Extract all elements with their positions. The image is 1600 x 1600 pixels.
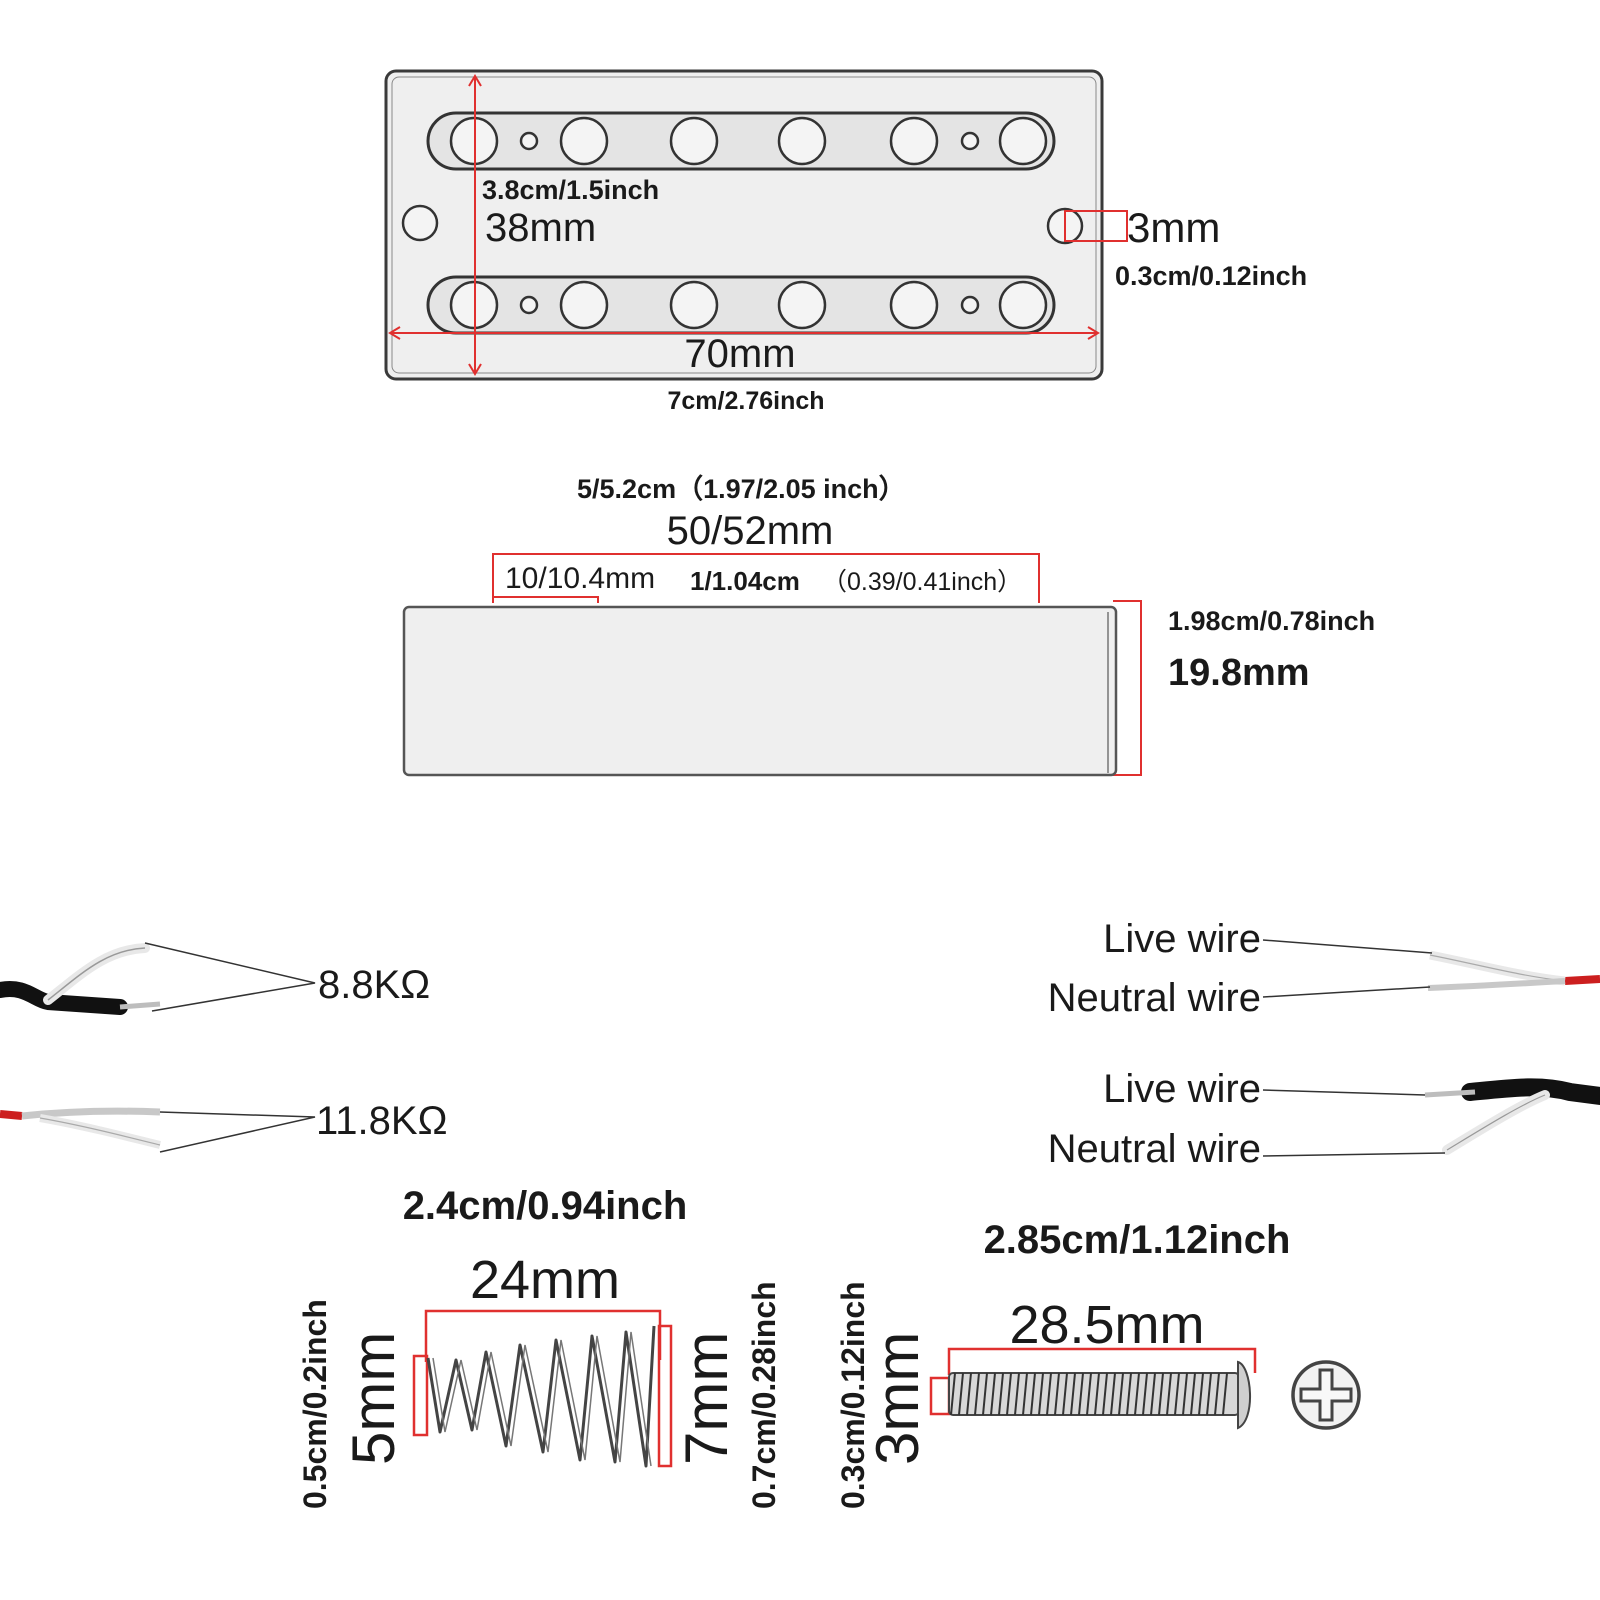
wire-red-tip	[0, 1110, 23, 1120]
pole-hole	[669, 116, 719, 166]
hole-imperial-label: 0.3cm/0.12inch	[1115, 261, 1307, 291]
height-imperial-label: 3.8cm/1.5inch	[482, 175, 659, 205]
hole-mm-label: 3mm	[1127, 204, 1220, 251]
small-hole	[960, 295, 980, 315]
baseplate-drawing: 3.8cm/1.5inch 38mm 3mm 0.3cm/0.12inch 70…	[384, 69, 1307, 415]
wire-red-tip	[1564, 975, 1600, 985]
phillips-head-icon	[1291, 1360, 1361, 1430]
spring-small-end-box	[412, 1354, 429, 1437]
resistance-pointer	[144, 942, 316, 1012]
wire-strand	[119, 1001, 161, 1010]
small-hole	[519, 295, 539, 315]
live-wire-label-2: Live wire	[1103, 1067, 1261, 1111]
screw-length-mm-label: 28.5mm	[1009, 1295, 1204, 1355]
spring-small-imperial-label: 0.5cm/0.2inch	[297, 1299, 333, 1509]
spring-coil	[426, 1325, 656, 1468]
spring-drawing: 2.4cm/0.94inch 24mm 5mm 0.5cm/0.2inch 7m…	[297, 1184, 782, 1509]
spring-large-mm-label: 7mm	[673, 1332, 740, 1465]
screw-diameter-box	[929, 1376, 951, 1416]
screw-head	[1237, 1360, 1251, 1430]
cover-height-imperial-label: 1.98cm/0.78inch	[1168, 606, 1375, 636]
pole-hole	[777, 280, 827, 330]
wire-white	[43, 943, 150, 1005]
live-wire-label-1: Live wire	[1103, 917, 1261, 961]
resistance-label-2: 11.8KΩ	[316, 1099, 447, 1143]
spring-large-end-box	[657, 1324, 673, 1468]
width-mm-label: 70mm	[684, 332, 795, 376]
screw-length-bracket	[947, 1347, 1257, 1375]
small-hole	[960, 131, 980, 151]
screw-diameter-mm-label: 3mm	[864, 1332, 931, 1465]
hole-dimension-box	[1064, 210, 1128, 242]
wire-strand	[21, 1107, 161, 1120]
spring-length-mm-label: 24mm	[470, 1250, 620, 1310]
cable-jacket	[1461, 1078, 1600, 1105]
inner-inch-label: （0.39/0.41inch）	[822, 568, 1022, 596]
neutral-wire-label-1: Neutral wire	[1048, 976, 1261, 1020]
wire-strand	[1424, 1089, 1476, 1098]
spring-large-imperial-label: 0.7cm/0.28inch	[746, 1281, 782, 1509]
height-mm-label: 38mm	[485, 206, 596, 250]
pole-hole	[559, 280, 609, 330]
width-imperial-label: 7cm/2.76inch	[667, 387, 824, 415]
cover-width-bracket	[492, 553, 1040, 603]
spring-length-imperial-label: 2.4cm/0.94inch	[403, 1184, 688, 1228]
small-hole	[519, 131, 539, 151]
wire-leads-left: 8.8KΩ 11.8KΩ	[0, 942, 447, 1153]
pole-hole	[889, 280, 939, 330]
pole-hole	[889, 116, 939, 166]
pole-hole	[669, 280, 719, 330]
cover-width-mm-label: 50/52mm	[667, 509, 834, 553]
mount-hole-left	[401, 204, 439, 242]
inner-mm-label: 10/10.4mm	[505, 562, 655, 595]
neutral-wire-label-2: Neutral wire	[1048, 1127, 1261, 1171]
screw-length-imperial-label: 2.85cm/1.12inch	[984, 1218, 1291, 1262]
cover-height-mm-label: 19.8mm	[1168, 652, 1310, 694]
resistance-label-1: 8.8KΩ	[318, 963, 430, 1007]
pole-hole	[559, 116, 609, 166]
screw-diameter-imperial-label: 0.3cm/0.12inch	[835, 1281, 871, 1509]
wire-leads-right: Live wire Neutral wire Live wire Neutral…	[1048, 917, 1600, 1171]
inner-dimension-bracket	[493, 596, 599, 603]
cover-width-imperial-label: 5/5.2cm（1.97/2.05 inch）	[577, 474, 906, 504]
wire-strand	[1427, 978, 1566, 991]
resistance-pointer	[159, 1111, 316, 1153]
cover-height-bracket	[1113, 600, 1142, 776]
cover-body	[402, 605, 1118, 777]
spring-small-mm-label: 5mm	[340, 1332, 407, 1465]
pole-hole	[998, 280, 1048, 330]
screw-drawing: 2.85cm/1.12inch 28.5mm 3mm 0.3cm/0.12inc…	[835, 1218, 1361, 1509]
cover-side-drawing: 5/5.2cm（1.97/2.05 inch） 50/52mm 10/10.4m…	[402, 474, 1375, 777]
inner-cm-label: 1/1.04cm	[690, 566, 800, 596]
pole-hole	[777, 116, 827, 166]
screw-threads	[950, 1372, 1228, 1416]
pole-hole	[998, 116, 1048, 166]
